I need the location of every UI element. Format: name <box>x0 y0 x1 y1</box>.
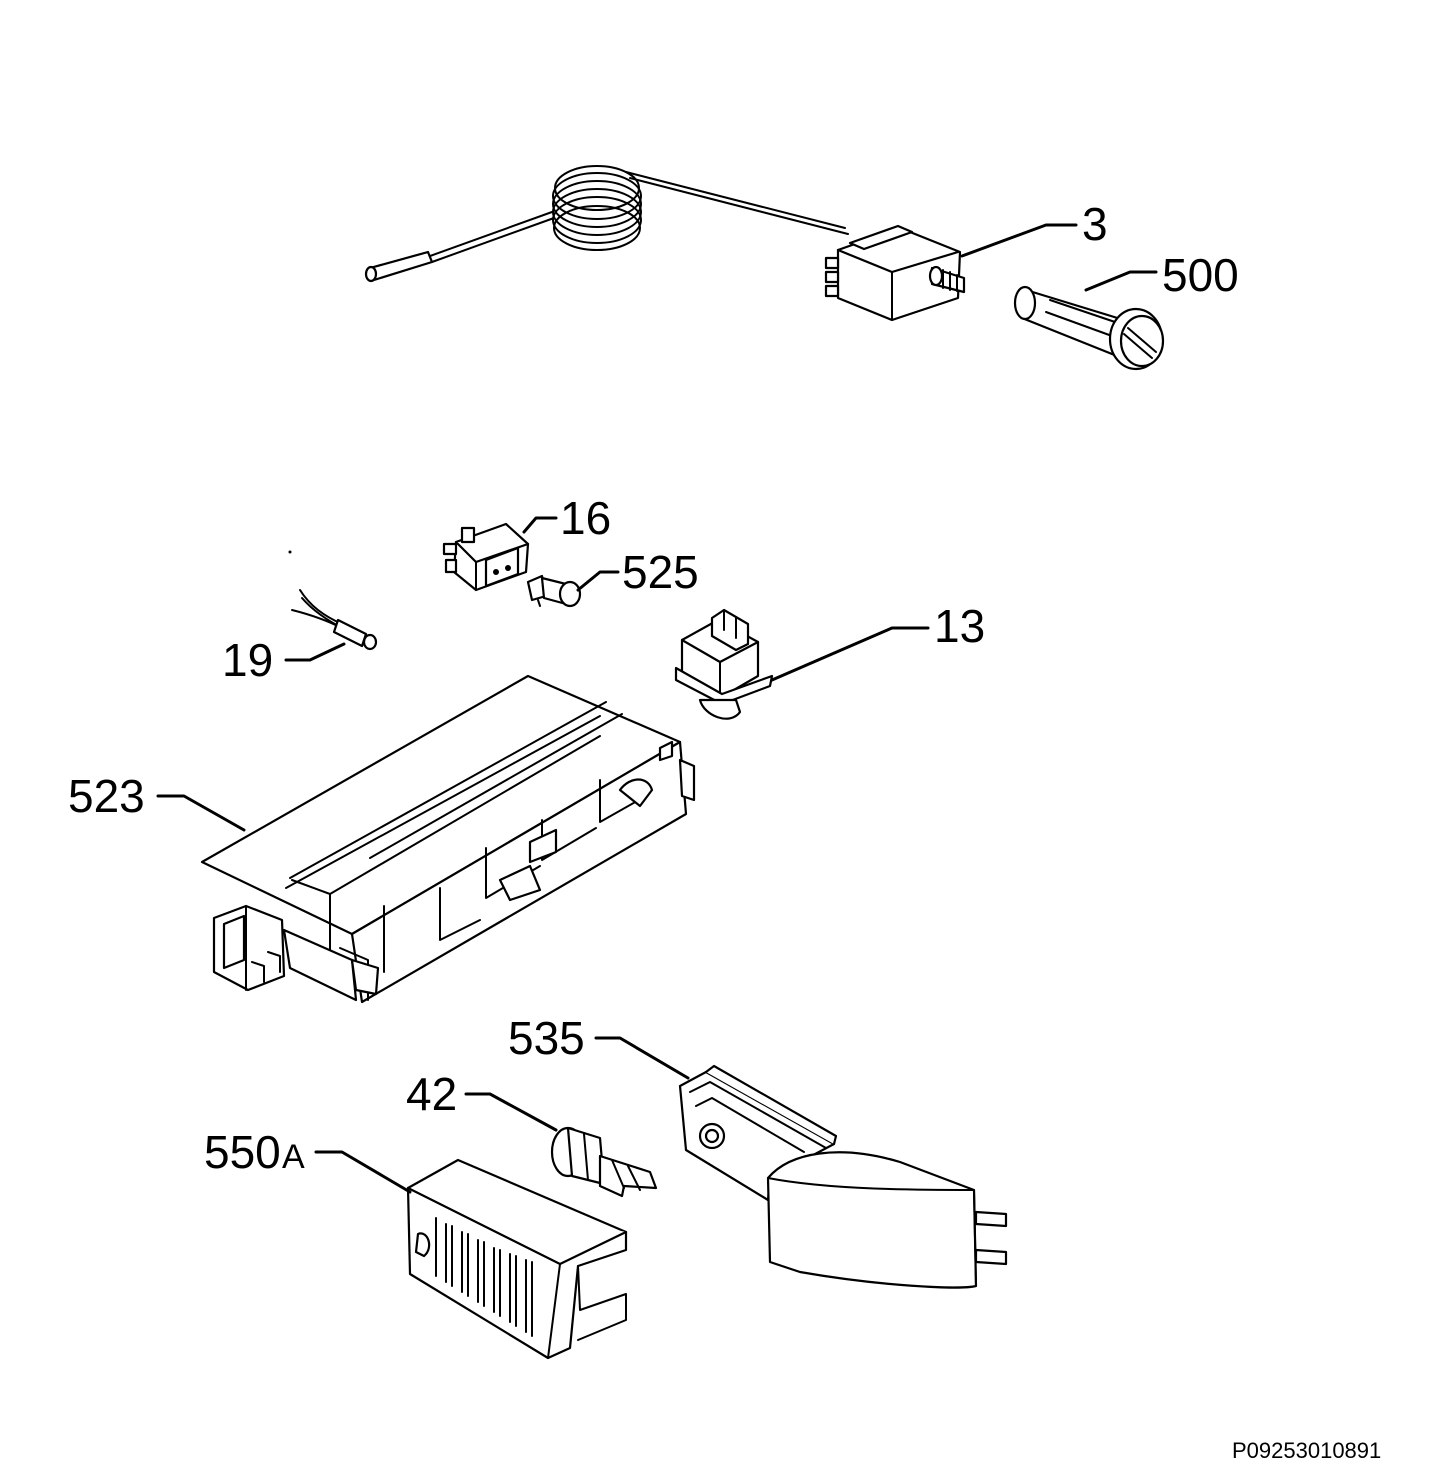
part-lamp-cover <box>678 1064 1008 1289</box>
label-16: 16 <box>560 492 611 544</box>
label-3: 3 <box>1082 198 1108 250</box>
leader-523 <box>156 794 246 832</box>
label-42: 42 <box>406 1068 457 1120</box>
label-13: 13 <box>934 600 985 652</box>
leader-550a <box>314 1150 412 1194</box>
part-switch <box>442 522 530 592</box>
label-550-suffix: A <box>282 1138 305 1176</box>
leader-3 <box>960 223 1078 258</box>
label-535: 535 <box>508 1012 585 1064</box>
label-523: 523 <box>68 770 145 822</box>
part-lamp-socket <box>550 1126 658 1198</box>
leader-lines <box>156 223 1158 1194</box>
part-door-switch <box>674 608 774 720</box>
leader-525 <box>576 570 620 592</box>
part-control-housing <box>200 674 696 1004</box>
leader-42 <box>464 1092 558 1132</box>
part-knob <box>1013 285 1165 371</box>
part-grille-cover <box>406 1158 628 1360</box>
label-19: 19 <box>222 634 273 686</box>
leader-19 <box>284 642 346 662</box>
leader-16 <box>522 516 558 534</box>
label-550: 550 <box>204 1126 281 1178</box>
part-lamp-holder <box>526 574 582 608</box>
part-thermostat <box>364 165 966 322</box>
label-500: 500 <box>1162 249 1239 301</box>
part-wired-lamp <box>288 550 378 651</box>
label-525: 525 <box>622 546 699 598</box>
leader-500 <box>1084 270 1158 292</box>
drawing-code: P09253010891 <box>1232 1438 1381 1463</box>
leader-535 <box>594 1036 690 1080</box>
leader-13 <box>770 626 930 682</box>
